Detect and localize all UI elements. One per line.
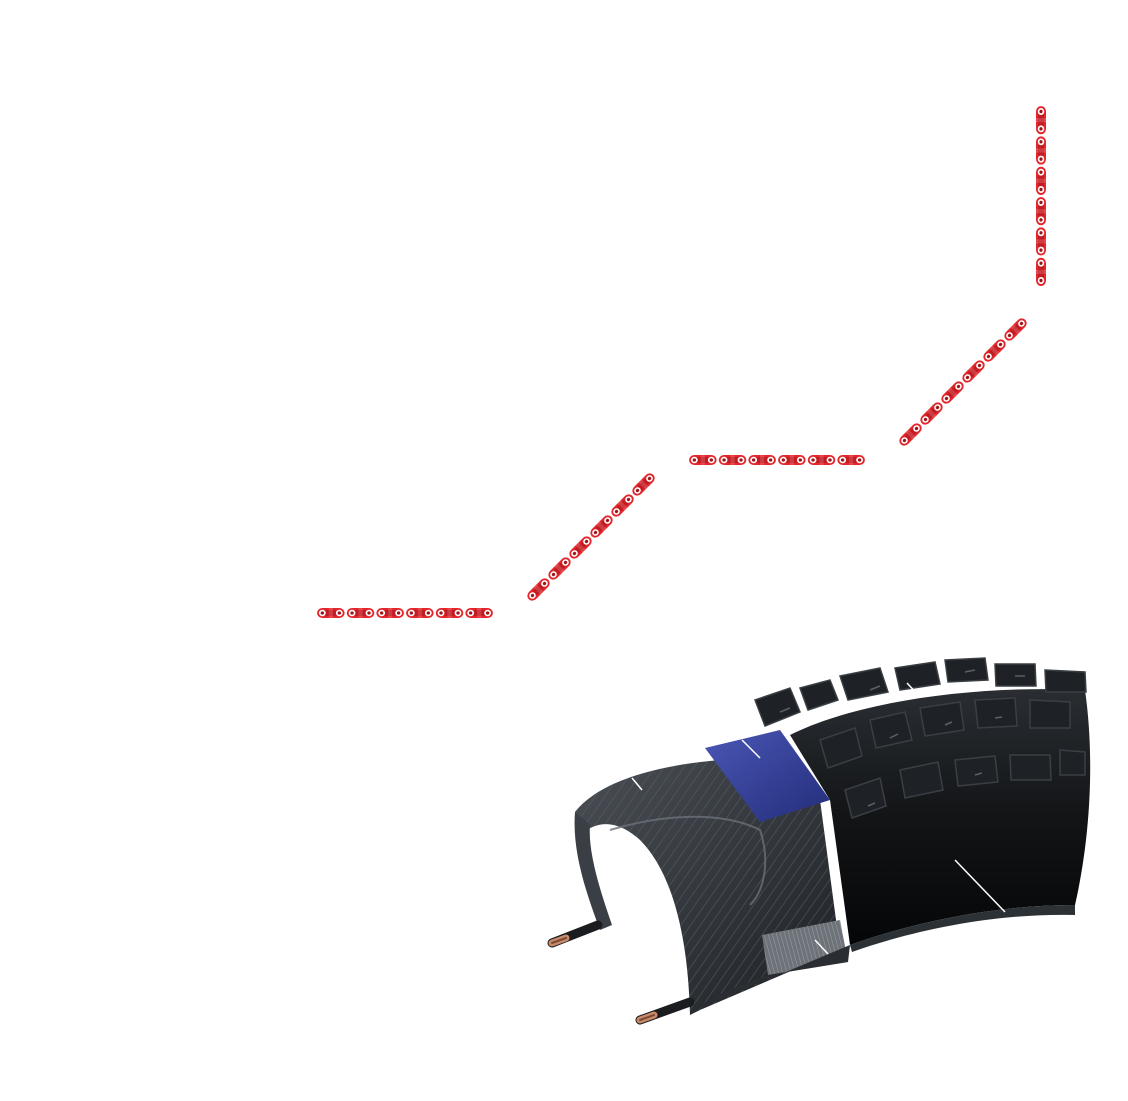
chain-link xyxy=(1001,315,1030,344)
chain-link xyxy=(317,607,345,619)
puncture-protection-belt xyxy=(705,730,830,822)
bead-core-left xyxy=(547,920,603,948)
chain-link xyxy=(629,470,658,499)
chain-link xyxy=(406,607,434,619)
chain-link xyxy=(778,454,806,466)
chain-link xyxy=(1035,166,1047,195)
chain-link xyxy=(959,357,988,386)
chain-link xyxy=(1035,227,1047,256)
chain-link xyxy=(1035,257,1047,286)
leader-lines xyxy=(631,682,1006,955)
tire-cutaway xyxy=(547,657,1091,1025)
chain-link xyxy=(545,554,574,583)
chain-link xyxy=(1035,136,1047,165)
chain-segment-3 xyxy=(689,454,865,466)
chain-link xyxy=(608,491,637,520)
chain-segment-5 xyxy=(1035,106,1047,286)
chain-link xyxy=(689,454,717,466)
chain-segment-2 xyxy=(524,470,658,604)
tread-knobs xyxy=(754,657,1087,819)
chain-link xyxy=(465,607,493,619)
chain-link xyxy=(435,607,464,619)
chain-link xyxy=(896,420,925,449)
chain-link xyxy=(807,454,836,466)
chain-link xyxy=(346,607,375,619)
chain-link xyxy=(917,399,946,428)
chain-link xyxy=(566,533,595,562)
chain-link xyxy=(718,454,747,466)
chain-segment-1 xyxy=(317,607,493,619)
chain-link xyxy=(587,512,616,541)
chain-link xyxy=(837,454,865,466)
chain-link xyxy=(980,336,1009,365)
chain-link xyxy=(524,575,553,604)
chain-link xyxy=(376,607,404,619)
chain-link xyxy=(748,454,776,466)
chain-segment-4 xyxy=(896,315,1030,449)
tread-body xyxy=(790,689,1091,945)
chain-link xyxy=(1035,197,1047,226)
casing-left-wall xyxy=(574,812,612,930)
chain-link xyxy=(938,378,967,407)
chain-link xyxy=(1035,106,1047,135)
bead-core-right xyxy=(635,997,695,1025)
